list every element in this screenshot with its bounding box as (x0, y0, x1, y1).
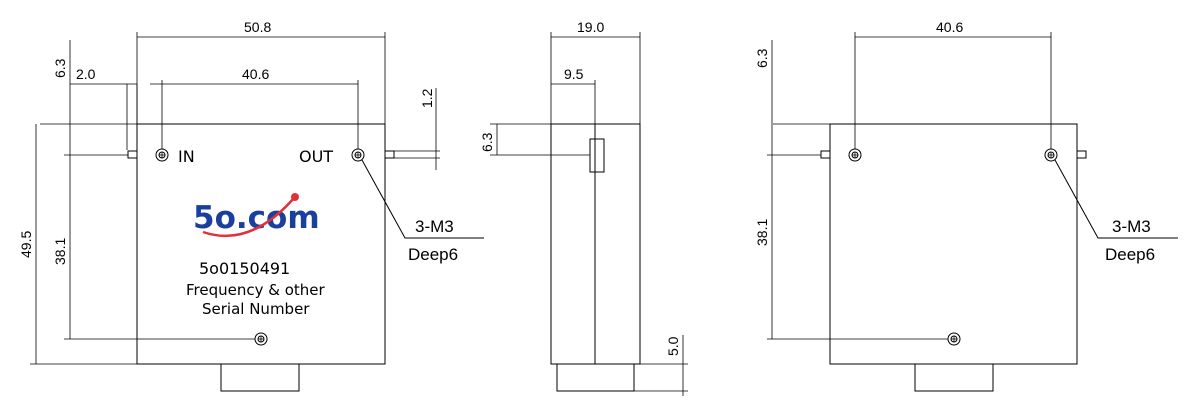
back-right-connector (1076, 150, 1087, 159)
bottom-hole-icon (254, 332, 268, 346)
back-dim-top-offset: 6.3 (754, 48, 770, 68)
in-hole-icon (155, 148, 169, 162)
back-right-hole-icon (1044, 148, 1058, 162)
back-left-connector (820, 150, 831, 159)
back-dim-hole-spacing: 40.6 (936, 19, 963, 35)
back-bottom-hole-icon (947, 332, 961, 346)
back-thread-leader-line (1054, 159, 1178, 239)
side-view: 19.0 9.5 6.3 5.0 (479, 19, 688, 396)
back-view: 40.6 6.3 38.1 3-M3 Deep6 (754, 19, 1178, 392)
front-bottom-tab (220, 363, 300, 392)
side-dim-top-offset: 6.3 (479, 132, 495, 152)
thread-note: 3-M3 (415, 217, 454, 236)
front-housing (136, 123, 386, 365)
back-depth-note: Deep6 (1105, 245, 1155, 264)
port-in-label: IN (178, 147, 195, 166)
dim-offset-left: 2.0 (76, 66, 96, 82)
back-left-hole-icon (848, 148, 862, 162)
thread-leader-line (361, 159, 484, 239)
logo-swoosh (202, 197, 295, 238)
dim-bottom-tab: 5.0 (665, 336, 681, 356)
frequency-label: Frequency & other (186, 281, 326, 299)
logo-text: 5o.com (193, 200, 320, 236)
dim-top-offset: 6.3 (52, 58, 68, 78)
dim-connector: 1.2 (419, 88, 435, 108)
front-view: IN OUT 5o.com 5o0150491 Frequency & othe… (18, 19, 484, 392)
logo-dot (291, 193, 299, 201)
side-bottom-tab (556, 363, 635, 392)
out-connector (384, 150, 395, 159)
side-connector (589, 138, 605, 173)
dim-height: 49.5 (18, 231, 34, 258)
dim-half: 9.5 (564, 66, 584, 82)
in-connector (127, 150, 138, 159)
port-out-label: OUT (299, 147, 333, 166)
serial-number: 5o0150491 (199, 259, 290, 278)
depth-note: Deep6 (408, 245, 458, 264)
dim-width: 50.8 (244, 19, 271, 35)
serial-number-label: Serial Number (202, 300, 310, 318)
back-thread-note: 3-M3 (1112, 217, 1151, 236)
back-dim-vertical-hole: 38.1 (754, 219, 770, 246)
dim-hole-spacing: 40.6 (242, 66, 269, 82)
out-hole-icon (351, 148, 365, 162)
brand-logo: 5o.com (193, 193, 320, 238)
dim-depth: 19.0 (577, 19, 604, 35)
back-bottom-tab (914, 363, 994, 392)
dim-vertical-hole: 38.1 (52, 238, 68, 265)
back-housing (829, 123, 1078, 365)
